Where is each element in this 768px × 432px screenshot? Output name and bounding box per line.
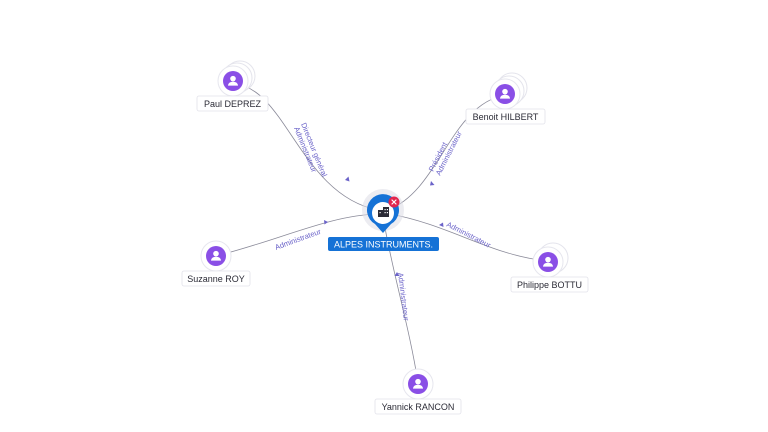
arrow-suzanne	[324, 220, 328, 225]
node-label-box	[510, 276, 589, 293]
edge-label-yannick: Administrateur	[396, 272, 411, 322]
edge-benoit[interactable]	[387, 94, 506, 211]
arrow-philippe	[439, 222, 444, 227]
person-node-paul[interactable]: Paul DEPREZ	[196, 60, 269, 112]
edge-label-suzanne: Administrateur	[274, 227, 323, 252]
arrow-benoit	[430, 181, 435, 186]
person-node-suzanne[interactable]: Suzanne ROY	[181, 240, 251, 287]
person-node-philippe[interactable]: Philippe BOTTU	[510, 242, 589, 293]
person-node-benoit[interactable]: Benoit HILBERT	[465, 72, 546, 125]
node-label: Paul DEPREZ	[204, 99, 262, 109]
edge-paul[interactable]	[232, 83, 379, 211]
arrow-yannick	[394, 272, 400, 276]
company-label-box	[328, 237, 439, 251]
node-label-box	[181, 270, 251, 287]
company-name: ALPES INSTRUMENTS.	[334, 240, 433, 250]
edge-philippe[interactable]	[389, 213, 548, 262]
edge-suzanne[interactable]	[215, 213, 379, 257]
node-label-box	[374, 398, 462, 415]
node-label: Benoit HILBERT	[473, 112, 539, 122]
close-glyph	[391, 199, 397, 205]
person-node-yannick[interactable]: Yannick RANCON	[374, 368, 462, 415]
node-label: Suzanne ROY	[187, 274, 245, 284]
node-label: Philippe BOTTU	[517, 280, 582, 290]
edge-label-philippe: Administrateur	[445, 220, 493, 250]
arrow-paul	[345, 176, 350, 182]
edge-arrows	[324, 176, 444, 276]
node-label-box	[465, 108, 546, 125]
company-node[interactable]: ALPES INSTRUMENTS.	[328, 189, 439, 251]
node-label: Yannick RANCON	[382, 402, 455, 412]
edges	[215, 83, 548, 384]
node-label-box	[196, 95, 269, 112]
building-icon	[378, 207, 389, 217]
